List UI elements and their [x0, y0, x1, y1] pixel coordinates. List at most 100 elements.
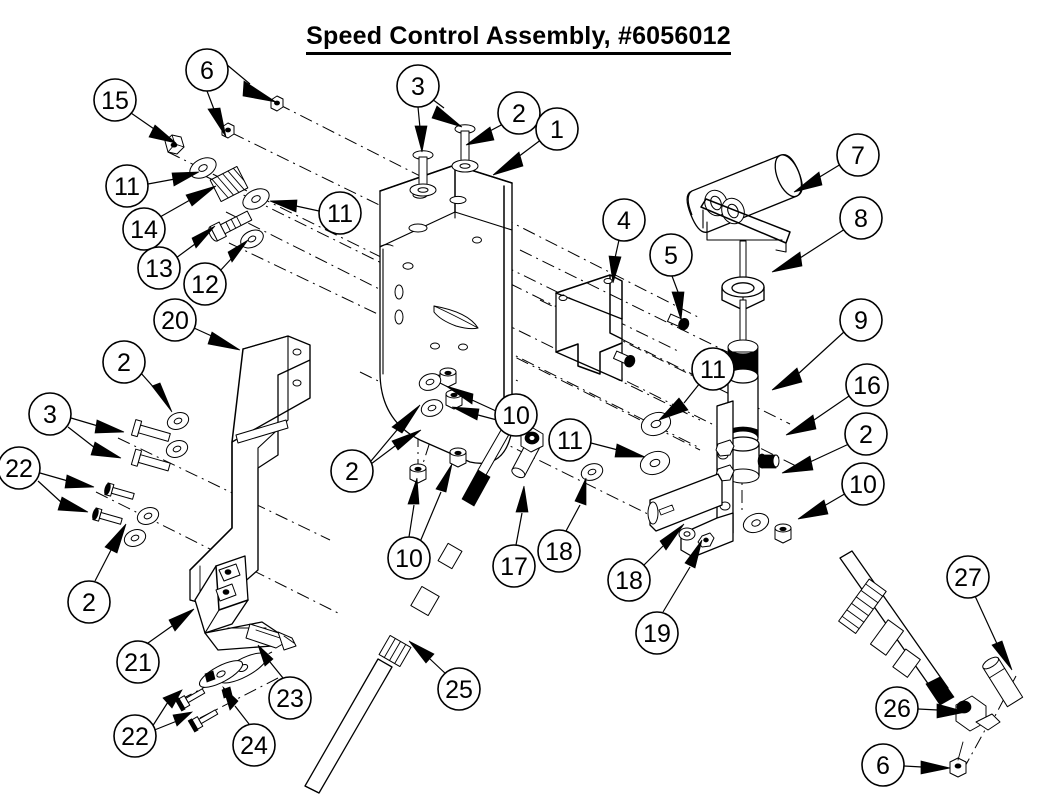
- callout-balloon-16[interactable]: 16: [845, 363, 889, 407]
- callout-balloon-23[interactable]: 23: [268, 676, 312, 720]
- callout-balloon-7[interactable]: 7: [836, 133, 880, 177]
- part-25-control-cable: [304, 417, 517, 794]
- callout-number: 2: [859, 421, 873, 449]
- callout-circle: [396, 64, 440, 108]
- callout-balloon-14[interactable]: 14: [122, 207, 166, 251]
- part-10-nut-d: [445, 389, 463, 410]
- part-2-washer-top-right: [451, 159, 479, 173]
- callout-circle: [153, 298, 197, 342]
- callout-number: 13: [145, 255, 173, 283]
- callout-balloon-22[interactable]: 22: [113, 714, 157, 758]
- callout-number: 11: [327, 200, 353, 228]
- callout-number: 3: [411, 73, 425, 101]
- part-5-bolt-lower: [612, 350, 636, 368]
- part-11-washer-right: [242, 188, 270, 210]
- part-22-screw-b: [92, 507, 123, 525]
- callout-balloon-26[interactable]: 26: [875, 686, 919, 730]
- callout-balloon-3[interactable]: 3: [28, 392, 72, 436]
- callout-number: 11: [557, 427, 583, 455]
- callout-circle: [861, 743, 905, 787]
- callout-balloon-24[interactable]: 24: [232, 723, 276, 767]
- callout-balloon-18[interactable]: 18: [537, 529, 581, 573]
- callout-number: 6: [200, 57, 214, 85]
- callout-number: 17: [500, 553, 528, 581]
- callout-balloon-21[interactable]: 21: [116, 640, 160, 684]
- callout-number: 22: [121, 723, 149, 751]
- part-21-pedal-lever: [194, 555, 297, 651]
- callout-balloon-17[interactable]: 17: [492, 544, 536, 588]
- part-26-cable-end-assembly: [838, 550, 1024, 778]
- callout-balloon-15[interactable]: 15: [93, 78, 137, 122]
- part-10-nut-b: [449, 447, 467, 468]
- callout-balloon-11[interactable]: 11: [105, 164, 149, 208]
- callout-balloon-11[interactable]: 11: [548, 418, 592, 462]
- part-12-washer: [240, 229, 264, 249]
- callout-balloon-6[interactable]: 6: [185, 48, 229, 92]
- callout-balloon-11[interactable]: 11: [691, 347, 735, 391]
- callout-number: 11: [114, 173, 140, 201]
- callout-circle: [330, 449, 374, 493]
- callout-number: 10: [502, 402, 530, 430]
- callout-balloon-10[interactable]: 10: [387, 536, 431, 580]
- callout-balloon-1[interactable]: 1: [535, 107, 579, 151]
- callout-circle: [116, 640, 160, 684]
- callout-balloon-11[interactable]: 11: [318, 191, 362, 235]
- part-22-bolt-bottom-a: [174, 688, 206, 712]
- callout-number: 10: [395, 545, 423, 573]
- part-22-washer-bottom-a: [204, 670, 216, 683]
- part-2-washer-center-a: [418, 373, 442, 391]
- callout-balloon-3[interactable]: 3: [396, 64, 440, 108]
- callout-balloon-2[interactable]: 2: [844, 412, 888, 456]
- callout-circle: [875, 686, 919, 730]
- callout-circle: [841, 462, 885, 506]
- callout-balloon-25[interactable]: 25: [437, 667, 481, 711]
- callout-circle: [387, 536, 431, 580]
- callout-number: 21: [124, 649, 152, 677]
- part-2-washer-top-left: [409, 183, 437, 197]
- part-2-washer-left-b: [165, 440, 189, 458]
- callout-balloon-27[interactable]: 27: [946, 555, 990, 599]
- callout-circle: [113, 714, 157, 758]
- callout-balloon-2[interactable]: 2: [67, 580, 111, 624]
- part-3-bolt-left-a: [130, 419, 171, 442]
- callout-circle: [437, 667, 481, 711]
- callout-balloon-22[interactable]: 22: [0, 446, 41, 490]
- callout-circle: [67, 580, 111, 624]
- callout-balloon-2[interactable]: 2: [497, 91, 541, 135]
- callout-circle: [548, 418, 592, 462]
- callout-circle: [122, 207, 166, 251]
- callout-circle: [185, 48, 229, 92]
- part-22-screw-a: [104, 482, 135, 500]
- part-2-washer-left-d: [123, 529, 147, 547]
- callout-balloon-13[interactable]: 13: [137, 246, 181, 290]
- callout-circle: [839, 298, 883, 342]
- callout-number: 2: [512, 100, 526, 128]
- callout-balloon-2[interactable]: 2: [102, 340, 146, 384]
- callout-balloon-5[interactable]: 5: [649, 233, 693, 277]
- callout-balloon-2[interactable]: 2: [330, 449, 374, 493]
- callout-number: 18: [545, 538, 573, 566]
- callout-number: 19: [643, 620, 671, 648]
- callout-circle: [649, 233, 693, 277]
- callout-balloon-8[interactable]: 8: [839, 196, 883, 240]
- callout-balloon-20[interactable]: 20: [153, 298, 197, 342]
- callout-number: 8: [854, 205, 868, 233]
- callout-balloon-9[interactable]: 9: [839, 298, 883, 342]
- callout-circle: [494, 393, 538, 437]
- callout-balloon-18[interactable]: 18: [607, 558, 651, 602]
- callout-balloon-10[interactable]: 10: [841, 462, 885, 506]
- part-6-nut-b: [270, 95, 284, 112]
- callout-balloon-12[interactable]: 12: [183, 262, 227, 306]
- callout-balloon-10[interactable]: 10: [494, 393, 538, 437]
- part-2-washer-left-a: [166, 412, 190, 430]
- callout-balloon-4[interactable]: 4: [602, 198, 646, 242]
- callout-balloon-6[interactable]: 6: [861, 743, 905, 787]
- callout-balloon-19[interactable]: 19: [635, 611, 679, 655]
- callout-balloons: 1561114131211321457891621011112023222212…: [0, 48, 990, 787]
- callout-circle: [607, 558, 651, 602]
- callout-circle: [0, 446, 41, 490]
- part-20-support-bracket: [189, 335, 311, 608]
- callout-circle: [183, 262, 227, 306]
